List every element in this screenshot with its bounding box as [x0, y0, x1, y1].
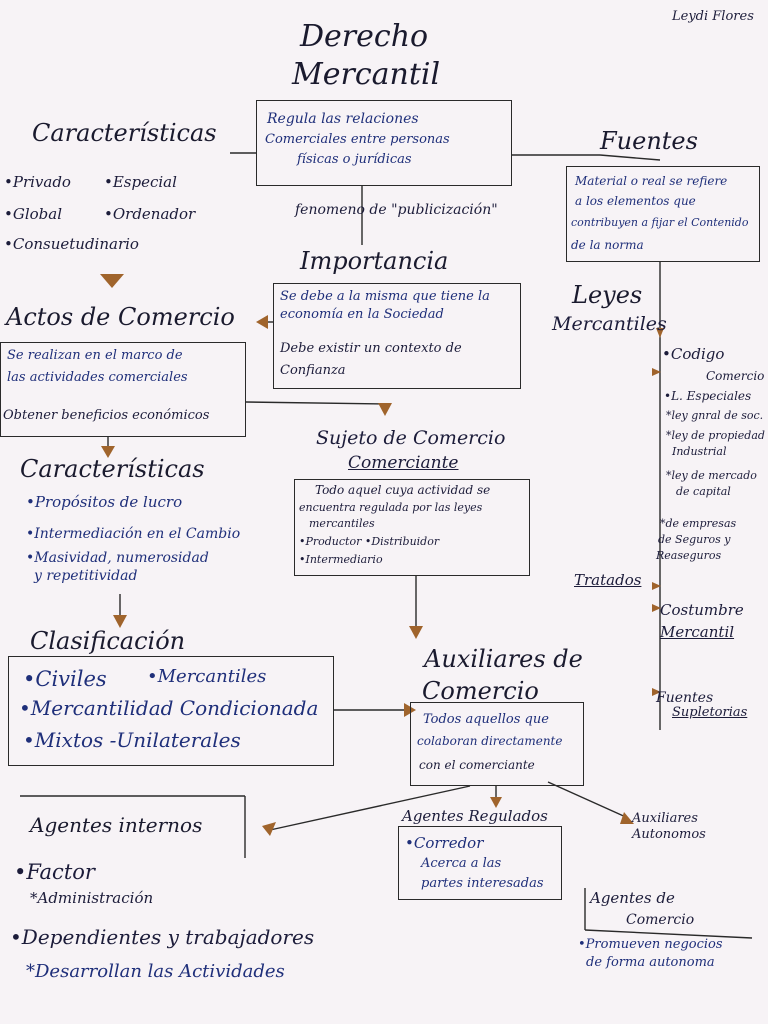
agentes-regulados-heading: Agentes Regulados: [402, 807, 548, 825]
fenomeno-text: fenomeno de "publicización": [295, 202, 498, 218]
center-line-3: físicas o jurídicas: [297, 152, 412, 167]
auxiliares-line-1: Todos aquellos que: [423, 712, 549, 727]
leyes-item-3: Industrial: [672, 445, 727, 458]
leyes-item-6: *de empresas: [660, 517, 737, 530]
center-line-1: Regula las relaciones: [267, 111, 419, 127]
auxiliares-line-2: colaboran directamente: [417, 734, 563, 748]
leyes-item-1: *ley gnral de soc.: [666, 409, 764, 422]
agentes-comercio-heading-2: Comercio: [626, 912, 695, 928]
leyes-codigo-2: Comercio: [706, 369, 765, 383]
caracteristica-especial: •Especial: [104, 173, 177, 191]
clasificacion-box: •Civiles •Mercantiles •Mercantilidad Con…: [8, 656, 334, 766]
center-definition-box: Regula las relaciones Comerciales entre …: [256, 100, 512, 186]
costumbre-line-1: Costumbre: [660, 601, 744, 619]
clasificacion-mixtos: •Mixtos -Unilaterales: [23, 728, 241, 752]
auxiliares-line-3: con el comerciante: [419, 758, 535, 772]
agentes-regulados-box: •Corredor Acerca a las partes interesada…: [398, 826, 562, 900]
agentes-regulados-line-3: partes interesadas: [421, 876, 544, 891]
sujeto-line-1: Todo aquel cuya actividad se: [315, 483, 491, 497]
auxiliares-heading-1: Auxiliares de: [424, 645, 583, 673]
supletorias-line-2: Supletorias: [672, 705, 748, 720]
caracteristica-global: •Global: [4, 205, 63, 223]
sujeto-line-3: mercantiles: [309, 517, 375, 530]
supletorias-line-1: Fuentes: [656, 690, 714, 706]
center-line-2: Comerciales entre personas: [265, 132, 450, 147]
sujeto-box: Todo aquel cuya actividad se encuentra r…: [294, 479, 530, 576]
sujeto-heading-1: Sujeto de Comercio: [316, 427, 506, 449]
auxiliares-box: Todos aquellos que colaboran directament…: [410, 702, 584, 786]
agentes-internos-desarrollan: *Desarrollan las Actividades: [26, 961, 285, 982]
auxiliares-autonomos-line-1: Auxiliares: [632, 811, 698, 826]
importancia-line-3: Debe existir un contexto de: [280, 341, 462, 356]
leyes-especiales: •L. Especiales: [664, 389, 752, 403]
clasificacion-condicionada: •Mercantilidad Condicionada: [19, 696, 319, 720]
caracteristicas2-heading: Características: [20, 455, 205, 483]
leyes-item-4: *ley de mercado: [666, 469, 757, 482]
leyes-heading-1: Leyes: [572, 281, 643, 309]
agentes-comercio-line-2: de forma autonoma: [586, 955, 715, 970]
importancia-box: Se debe a la misma que tiene la economía…: [273, 283, 521, 389]
auxiliares-heading-2: Comercio: [422, 677, 539, 705]
agentes-comercio-line-1: •Promueven negocios: [578, 937, 723, 952]
importancia-line-4: Confianza: [280, 363, 346, 378]
leyes-item-2: *ley de propiedad: [666, 429, 765, 442]
leyes-item-5: de capital: [676, 485, 731, 498]
fuentes-line-4: de la norma: [571, 238, 644, 252]
caracteristica-consuetudinario: •Consuetudinario: [4, 235, 139, 253]
leyes-item-8: Reaseguros: [656, 549, 722, 562]
actos-line-3: Obtener beneficios económicos: [3, 408, 210, 423]
fuentes-heading: Fuentes: [600, 127, 698, 155]
sujeto-line-2: encuentra regulada por las leyes: [299, 501, 483, 514]
clasificacion-civiles: •Civiles: [23, 667, 107, 691]
caracteristicas2-item-1: •Propósitos de lucro: [26, 493, 183, 511]
caracteristica-ordenador: •Ordenador: [104, 205, 196, 223]
caracteristicas2-item-4: y repetitividad: [34, 568, 138, 584]
auxiliares-autonomos-line-2: Autonomos: [632, 827, 706, 842]
actos-heading: Actos de Comercio: [6, 303, 235, 331]
actos-box: Se realizan en el marco de las actividad…: [0, 342, 246, 437]
actos-line-1: Se realizan en el marco de: [7, 348, 183, 363]
importancia-line-2: economía en la Sociedad: [280, 307, 444, 322]
caracteristicas2-item-3: •Masividad, numerosidad: [26, 550, 209, 566]
leyes-codigo-1: •Codigo: [662, 345, 725, 363]
author-name: Leydi Flores: [672, 9, 754, 24]
caracteristicas2-item-2: •Intermediación en el Cambio: [26, 526, 241, 542]
agentes-internos-dependientes: •Dependientes y trabajadores: [10, 925, 315, 949]
caracteristicas-heading: Características: [32, 119, 217, 147]
agentes-regulados-line-2: Acerca a las: [421, 856, 502, 871]
sujeto-heading-2: Comerciante: [348, 453, 459, 473]
tratados-label: Tratados: [574, 571, 642, 589]
agentes-internos-factor: •Factor: [14, 860, 95, 884]
importancia-heading: Importancia: [300, 247, 449, 275]
clasificacion-heading: Clasificación: [30, 627, 186, 655]
clasificacion-mercantiles: •Mercantiles: [147, 666, 267, 687]
costumbre-line-2: Mercantil: [660, 623, 735, 641]
fuentes-line-1: Material o real se refiere: [575, 174, 728, 188]
actos-line-2: las actividades comerciales: [7, 370, 188, 385]
leyes-heading-2: Mercantiles: [552, 313, 667, 335]
leyes-item-7: de Seguros y: [658, 533, 731, 546]
agentes-regulados-corredor: •Corredor: [405, 834, 484, 852]
fuentes-box: Material o real se refiere a los element…: [566, 166, 760, 262]
agentes-comercio-heading-1: Agentes de: [590, 889, 675, 907]
sujeto-items-2: •Intermediario: [299, 553, 383, 566]
fuentes-line-2: a los elementos que: [575, 194, 696, 208]
agentes-internos-administracion: *Administración: [30, 889, 154, 907]
importancia-line-1: Se debe a la misma que tiene la: [280, 289, 490, 304]
agentes-internos-heading: Agentes internos: [30, 813, 203, 837]
fuentes-line-3: contribuyen a fijar el Contenido: [571, 216, 749, 229]
sujeto-items-1: •Productor •Distribuidor: [299, 535, 440, 548]
title-line2: Mercantil: [292, 57, 441, 92]
title-line1: Derecho: [300, 19, 429, 54]
caracteristica-privado: •Privado: [4, 173, 71, 191]
